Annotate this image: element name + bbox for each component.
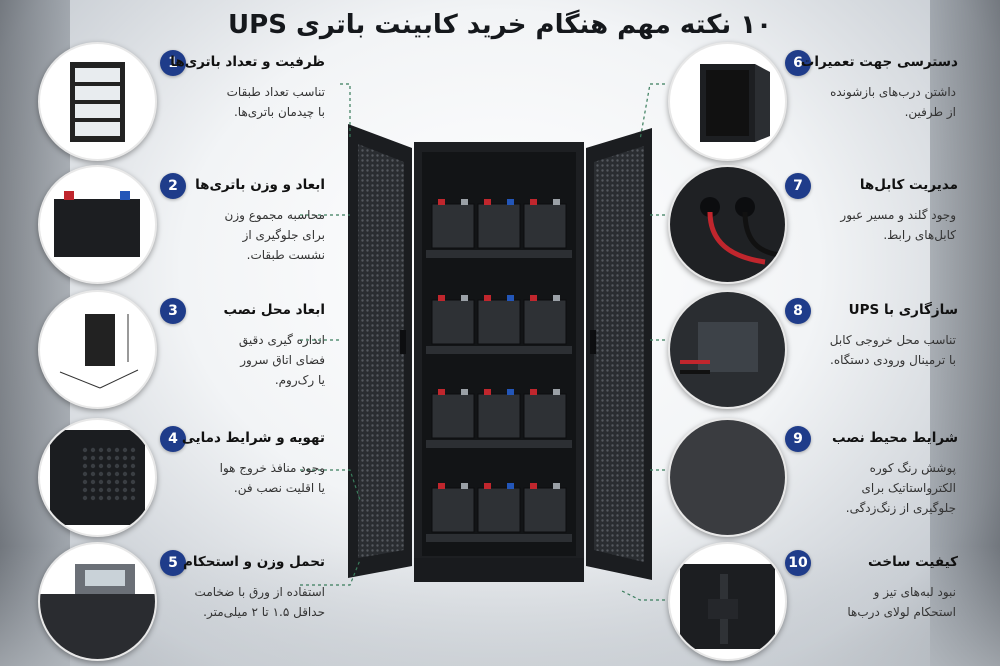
tip-description: تناسب محل خروجی کابل با ترمینال ورودی دس…	[829, 333, 956, 367]
tip-description: تناسب تعداد طبقات با چیدمان باتری‌ها.	[226, 85, 325, 119]
tip-description: پوشش رنگ کوره الکترواستاتیک برای جلوگیری…	[845, 461, 956, 515]
tip-number-badge: 9	[785, 426, 811, 452]
battery-unit	[477, 393, 521, 439]
cable-gland-icon	[668, 165, 787, 284]
tip-description: وجود منافذ خروج هوا یا اقلیت نصب فن.	[219, 461, 325, 495]
battery-unit	[477, 203, 521, 249]
negative-terminal	[461, 199, 468, 205]
tip-title: مدیریت کابل‌ها	[859, 177, 958, 193]
positive-terminal	[438, 483, 445, 489]
open-cabinet-icon	[668, 42, 787, 161]
tip-description: اندازه گیری دقیق فضای اتاق سرور یا رک‌رو…	[238, 333, 325, 387]
tip-description: محاسبه مجموع وزن برای جلوگیری از نشست طب…	[224, 208, 325, 262]
tip-number-badge: 5	[160, 550, 186, 576]
battery-unit	[431, 393, 475, 439]
tip-description: وجود گلند و مسیر عبور کابل‌های رابط.	[840, 208, 956, 242]
tip-title: کیفیت ساخت	[868, 554, 958, 570]
battery-cabinet-illustration	[348, 124, 652, 582]
battery-unit	[431, 487, 475, 533]
tip-number-badge: 3	[160, 298, 186, 324]
positive-terminal	[530, 483, 537, 489]
positive-terminal	[484, 199, 491, 205]
tip-number-badge: 1	[160, 50, 186, 76]
tip-description: نبود لبه‌های تیز و استحکام لولای درب‌ها	[847, 585, 956, 619]
battery-icon	[38, 165, 157, 284]
negative-terminal	[461, 483, 468, 489]
battery-unit	[477, 299, 521, 345]
battery-unit	[523, 203, 567, 249]
battery-unit	[431, 203, 475, 249]
tip-title: سازگاری با UPS	[848, 302, 958, 318]
terminal-connector-icon	[668, 290, 787, 409]
tip-description: داشتن درب‌های بازشونده از طرفین.	[830, 85, 956, 119]
positive-terminal	[530, 295, 537, 301]
ventilation-fan-icon	[38, 418, 157, 537]
negative-terminal	[461, 295, 468, 301]
caliper-icon	[38, 542, 157, 661]
hinge-corner-icon	[668, 542, 787, 661]
battery-shelves	[426, 250, 572, 542]
negative-terminal	[553, 199, 560, 205]
tip-title: ابعاد محل نصب	[223, 302, 325, 318]
positive-terminal	[530, 389, 537, 395]
page-title: ۱۰ نکته مهم هنگام خرید کابینت باتری UPS	[228, 10, 772, 40]
tip-number-badge: 2	[160, 173, 186, 199]
positive-terminal	[484, 483, 491, 489]
tip-number-badge: 4	[160, 426, 186, 452]
negative-terminal	[553, 389, 560, 395]
tip-title: شرایط محیط نصب	[832, 430, 958, 446]
tip-title: دسترسی جهت تعمیرات	[800, 54, 958, 70]
tip-number-badge: 7	[785, 173, 811, 199]
tip-title: ابعاد و وزن باتری‌ها	[195, 177, 325, 193]
battery-unit	[523, 299, 567, 345]
negative-terminal	[507, 483, 514, 489]
tip-number-badge: 8	[785, 298, 811, 324]
negative-terminal	[507, 389, 514, 395]
tip-number-badge: 10	[785, 550, 811, 576]
positive-terminal	[438, 295, 445, 301]
battery-unit	[523, 393, 567, 439]
powder-coat-texture-icon	[668, 418, 787, 537]
negative-terminal	[553, 295, 560, 301]
tip-number-badge: 6	[785, 50, 811, 76]
positive-terminal	[484, 295, 491, 301]
positive-terminal	[484, 389, 491, 395]
positive-terminal	[438, 389, 445, 395]
positive-terminal	[438, 199, 445, 205]
negative-terminal	[507, 199, 514, 205]
tip-title: تحمل وزن و استحکام	[182, 554, 325, 570]
battery-unit	[477, 487, 521, 533]
tip-title: ظرفیت و تعداد باتری‌ها	[170, 54, 325, 70]
negative-terminal	[461, 389, 468, 395]
tip-description: استفاده از ورق با ضخامت حداقل ۱.۵ تا ۲ م…	[194, 585, 325, 619]
battery-unit	[431, 299, 475, 345]
tip-title: تهویه و شرایط دمایی	[181, 430, 325, 446]
shelf-rack-icon	[38, 42, 157, 161]
negative-terminal	[553, 483, 560, 489]
dimensions-icon	[38, 290, 157, 409]
positive-terminal	[530, 199, 537, 205]
batteries	[431, 199, 567, 533]
battery-unit	[523, 487, 567, 533]
negative-terminal	[507, 295, 514, 301]
